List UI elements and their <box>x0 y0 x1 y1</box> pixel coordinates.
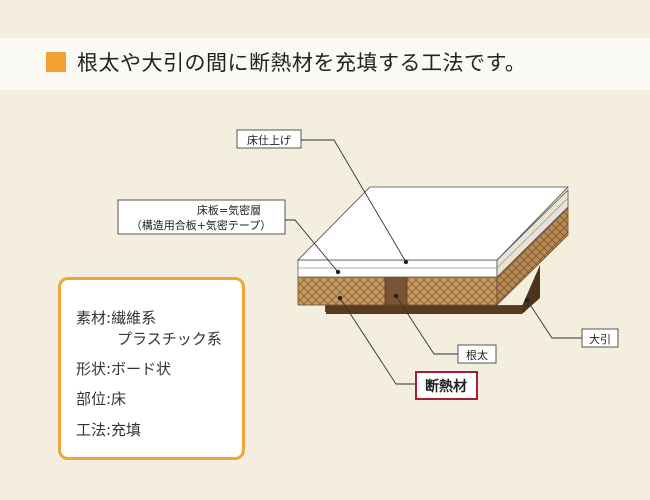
subfloor-front <box>297 259 498 278</box>
subfloor-side-edge-line <box>496 197 569 269</box>
leader-insulation <box>339 297 416 385</box>
leader-dot-subfloor <box>335 269 341 275</box>
subfloor-side <box>496 189 569 278</box>
spec-part: 部位:床 <box>76 390 127 408</box>
spec-material-label: 素材: <box>76 309 112 327</box>
label-box-joist <box>457 344 497 364</box>
spec-material-value2: プラスチック系 <box>117 330 222 348</box>
spec-box: 素材:繊維系 プラスチック系 形状:ボード状 部位:床 工法:充填 <box>58 277 245 460</box>
floor-finish-top <box>297 186 569 261</box>
label-box-sill-beam <box>581 328 619 348</box>
page-title: 根太や大引の間に断熱材を充填する工法です。 <box>77 51 527 75</box>
sill-beam-front <box>326 306 522 314</box>
spec-material: 素材:繊維系 プラスチック系 <box>76 307 222 348</box>
leader-dot-sill-beam <box>524 297 530 303</box>
leader-subfloor <box>285 219 339 273</box>
square-bullet-icon <box>46 52 66 72</box>
label-floor-finish: 床仕上げ <box>247 133 291 147</box>
leader-dot-insulation <box>337 295 343 301</box>
spec-material-value1: 繊維系 <box>111 309 157 327</box>
label-sill-beam: 大引 <box>589 332 611 346</box>
label-subfloor-line2: （構造用合板+気密テープ） <box>131 218 272 232</box>
label-insulation: 断熱材 <box>425 378 467 395</box>
label-box-subfloor <box>117 199 286 235</box>
spec-method: 工法:充填 <box>76 421 142 439</box>
leader-joist <box>395 295 458 355</box>
leader-dot-joist <box>393 293 399 299</box>
joist-front <box>384 276 408 306</box>
leader-sill-beam <box>526 299 582 339</box>
header-band <box>0 38 650 90</box>
leader-floor-finish <box>301 139 407 263</box>
label-box-floor-finish <box>236 129 302 149</box>
leader-dot-floor-finish <box>403 259 409 265</box>
label-subfloor-line1: 床板=気密層 <box>197 203 261 217</box>
spec-shape: 形状:ボード状 <box>76 360 172 378</box>
label-box-insulation <box>415 371 478 400</box>
label-joist: 根太 <box>466 348 488 362</box>
